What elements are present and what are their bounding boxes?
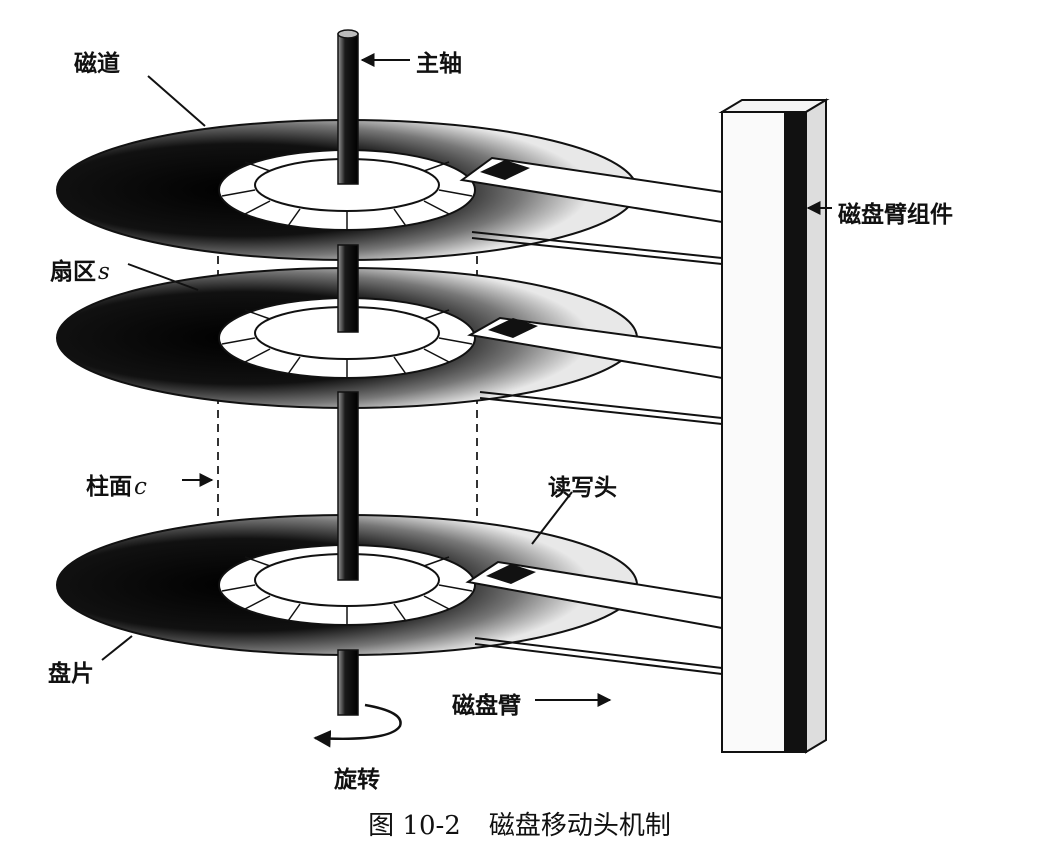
- platter-top: [56, 119, 638, 261]
- cylinder-label-text: 柱面: [86, 474, 132, 500]
- leader-lines: [101, 53, 832, 707]
- read-write-heads: [480, 160, 538, 584]
- spindle-label: 主轴: [416, 51, 462, 77]
- track-label: 磁道: [74, 51, 120, 77]
- spindle: [337, 29, 359, 716]
- figure-caption: 图 10-2 磁盘移动头机制: [0, 805, 1039, 842]
- disk-arms: [459, 156, 723, 675]
- sector-variable: s: [98, 259, 110, 285]
- cylinder-variable: c: [134, 474, 147, 500]
- disk-arm-label: 磁盘臂: [452, 693, 521, 719]
- cylinder-label: 柱面c: [86, 467, 147, 501]
- arm-assembly-label: 磁盘臂组件: [838, 202, 953, 228]
- caption-number: 图 10-2: [368, 811, 461, 841]
- disk-mechanism-diagram: [56, 29, 832, 754]
- sector-label-text: 扇区: [50, 259, 96, 285]
- sector-label: 扇区s: [50, 252, 110, 286]
- read-write-head-label: 读写头: [548, 475, 617, 501]
- rotation-label: 旋转: [334, 767, 380, 793]
- rotation-arrow: [313, 703, 402, 748]
- platter-bottom: [56, 514, 638, 656]
- caption-title: 磁盘移动头机制: [488, 811, 671, 841]
- platter-label: 盘片: [48, 661, 94, 687]
- platter-middle: [56, 267, 638, 409]
- arm-assembly: [718, 98, 830, 754]
